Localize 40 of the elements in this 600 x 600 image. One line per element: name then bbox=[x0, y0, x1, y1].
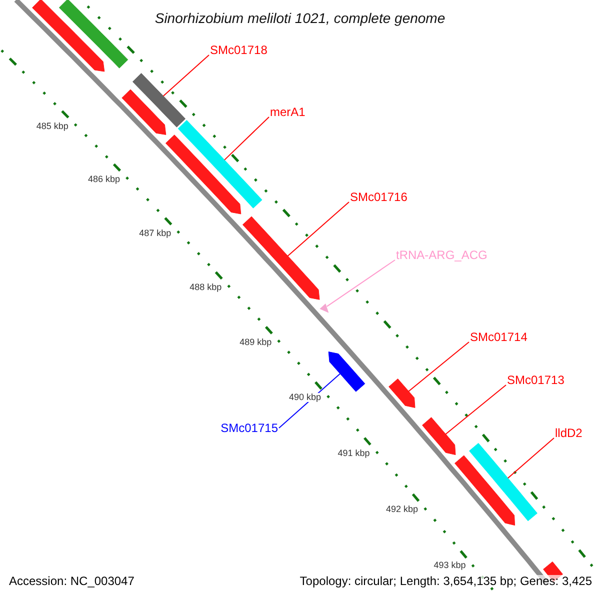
trna-marker bbox=[320, 304, 329, 313]
map-title: Sinorhizobium meliloti 1021, complete genome bbox=[154, 10, 446, 26]
gene-label: tRNA-ARG_ACG bbox=[396, 249, 488, 261]
scale-label: 491 kbp bbox=[338, 448, 370, 458]
gene-label: SMc01714 bbox=[470, 331, 528, 343]
leader-line bbox=[408, 342, 470, 392]
scale-label: 487 kbp bbox=[139, 229, 172, 238]
gene-block bbox=[122, 89, 166, 135]
gene-bar bbox=[469, 442, 538, 522]
gene-block bbox=[242, 216, 320, 300]
leader-line bbox=[162, 54, 210, 97]
scale-label: 492 kbp bbox=[386, 504, 418, 514]
gene-block bbox=[32, 0, 105, 72]
scale-label: 489 kbp bbox=[240, 338, 272, 347]
leader-line bbox=[445, 384, 506, 435]
gene-block bbox=[328, 352, 366, 392]
gene-block bbox=[454, 455, 516, 526]
leader-line bbox=[287, 202, 350, 256]
scale-label: 485 kbp bbox=[36, 122, 68, 132]
scale-label: 488 kbp bbox=[190, 283, 222, 292]
gene-label: SMc01713 bbox=[507, 374, 564, 386]
scale-label: 493 kbp bbox=[434, 561, 466, 570]
gene-label: SMc01718 bbox=[210, 44, 268, 56]
gene-label: lldD2 bbox=[555, 427, 582, 439]
gene-label: SMc01715 bbox=[220, 422, 278, 434]
gene-block bbox=[422, 417, 456, 456]
leader-line bbox=[326, 260, 396, 307]
gene-bar bbox=[58, 0, 128, 68]
gene-block bbox=[388, 378, 416, 408]
scale-label: 486 kbp bbox=[88, 175, 120, 184]
scale-label: 490 kbp bbox=[288, 392, 321, 402]
genome-stats-text: Topology: circular; Length: 3,654,135 bp; Genes: 3,425 bbox=[300, 575, 592, 587]
leader-line bbox=[507, 438, 554, 479]
gene-label: merA1 bbox=[270, 106, 306, 118]
gene-bar bbox=[132, 73, 186, 128]
gene-block bbox=[165, 134, 242, 214]
gene-label: SMc01716 bbox=[350, 191, 408, 203]
gene-bar bbox=[178, 120, 262, 208]
accession-text: Accession: NC_003047 bbox=[9, 575, 134, 587]
leader-line bbox=[224, 116, 270, 160]
